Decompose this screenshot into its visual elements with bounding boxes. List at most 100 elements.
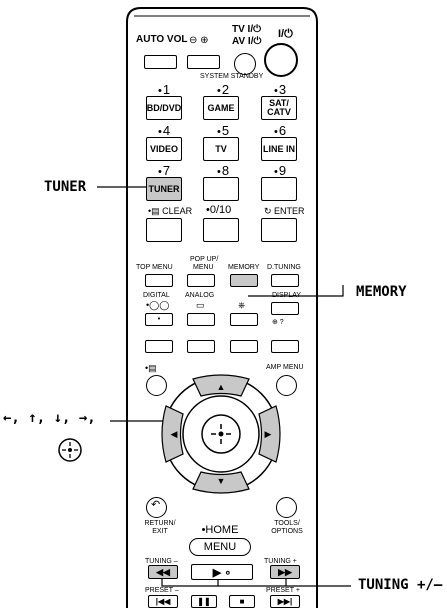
red-button[interactable] [145, 340, 173, 353]
up-arrow-button [192, 374, 250, 397]
d-tuning-button[interactable] [271, 274, 299, 287]
prev-button[interactable]: |◀◀ [148, 595, 178, 608]
display-label: DISPLAY [272, 292, 302, 299]
preset-plus-label: PRESET + [266, 587, 300, 594]
zero-ten-text: 0/10 [209, 204, 232, 216]
angle-button[interactable] [230, 313, 258, 326]
return-icon: ↶ [151, 499, 161, 511]
tuning-plus-label: TUNING + [264, 558, 297, 565]
num-2-label: 2 [217, 83, 229, 98]
options-label: OPTIONS [271, 528, 303, 535]
zero-ten-label: •0/10 [206, 204, 232, 216]
subtitle-button[interactable] [187, 313, 215, 326]
tv-av-power-button[interactable] [234, 53, 256, 75]
tuning-plus-button[interactable]: ▶▶ [270, 565, 300, 579]
nav-callout: ←, ↑, ↓, →, [3, 410, 96, 426]
svg-text:▲: ▲ [217, 382, 226, 392]
audio-button[interactable]: • [145, 313, 173, 326]
stop-button[interactable]: ■ [229, 595, 255, 608]
guide-icon: •▤ [145, 363, 157, 373]
memory-callout-line [248, 285, 344, 297]
enter-text: ENTER [274, 206, 305, 216]
catv-label: CATV [267, 107, 291, 117]
num-1-label: 1 [158, 83, 170, 98]
num-8-button[interactable] [203, 177, 239, 201]
memory-callout: MEMORY [356, 284, 407, 300]
num-8-label: 8 [217, 164, 229, 179]
home-label: •HOME [201, 524, 239, 536]
blue-button[interactable] [271, 340, 299, 353]
svg-text:▼: ▼ [217, 476, 226, 486]
memory-label: MEMORY [228, 264, 260, 271]
input-icon: ⊖ ⊕ [189, 35, 209, 46]
av-power-label: AV I/⏻ [232, 36, 262, 47]
input-button[interactable] [187, 55, 220, 69]
info-icon: ⊕ ? [272, 319, 284, 326]
auto-vol-button[interactable] [144, 55, 177, 69]
tuning-minus-button[interactable]: ◀◀ [148, 565, 178, 579]
tv-power-label: TV I/⏻ [232, 24, 262, 35]
tools-label: TOOLS/ [274, 520, 300, 527]
video-button[interactable]: VIDEO [146, 137, 182, 161]
play-button[interactable]: ▶ ∘ [191, 564, 253, 580]
tuner-callout: TUNER [44, 179, 87, 195]
power-button[interactable] [264, 43, 298, 77]
sat-catv-button[interactable]: SAT/ CATV [261, 96, 297, 120]
clear-button[interactable] [146, 218, 182, 242]
bd-dvd-button[interactable]: BD/DVD [146, 96, 182, 120]
svg-text:◀: ◀ [171, 429, 178, 439]
num-6-label: 6 [274, 124, 286, 139]
game-button[interactable]: GAME [203, 96, 239, 120]
pop-up-menu-label: MENU [193, 264, 214, 271]
analog-label: ANALOG [185, 292, 215, 299]
display-button[interactable] [271, 302, 299, 315]
num-9-button[interactable] [261, 177, 297, 201]
num-7-label: 7 [158, 164, 170, 179]
return-button[interactable] [146, 497, 167, 518]
exit-label: EXIT [152, 528, 168, 535]
num-4-label: 4 [158, 124, 170, 139]
memory-button[interactable] [230, 274, 258, 287]
subtitle-icon: ▭ [196, 300, 205, 310]
green-button[interactable] [187, 340, 215, 353]
left-arrow-button [161, 405, 184, 463]
d-tuning-label: D.TUNING [267, 264, 301, 271]
yellow-button[interactable] [230, 340, 258, 353]
tuning-callout: TUNING +/– [358, 577, 443, 593]
line-in-button[interactable]: LINE IN [261, 137, 297, 161]
tv-button[interactable]: TV [203, 137, 239, 161]
down-arrow-button [192, 471, 250, 494]
home-text: HOME [205, 524, 239, 536]
angle-icon: ⎈ [238, 300, 246, 310]
amp-menu-label: AMP MENU [266, 364, 304, 371]
tools-button[interactable] [276, 497, 297, 518]
clear-text: CLEAR [162, 206, 193, 216]
preset-minus-label: PRESET – [145, 587, 179, 594]
enter-label: ↻ ENTER [264, 206, 305, 216]
svg-text:▶: ▶ [265, 429, 272, 439]
top-menu-button[interactable] [145, 274, 173, 287]
num-5-label: 5 [217, 124, 229, 139]
sat-label: SAT/ [269, 98, 289, 108]
pop-up-menu-button[interactable] [187, 274, 215, 287]
return-label: RETURN/ [144, 520, 176, 527]
guide-button[interactable] [146, 375, 167, 396]
home-menu-button[interactable]: MENU [189, 538, 251, 556]
next-button[interactable]: ▶▶| [270, 595, 300, 608]
tuning-minus-label: TUNING – [145, 558, 178, 565]
power-label: I/⏻ [278, 28, 293, 40]
clear-label: •▤ CLEAR [148, 206, 193, 216]
tuner-button[interactable]: TUNER [146, 177, 182, 201]
top-menu-label: TOP MENU [136, 264, 173, 271]
pause-button[interactable]: ❚❚ [191, 595, 217, 608]
enter-button[interactable] [261, 218, 297, 242]
pop-up-label: POP UP/ [190, 256, 219, 263]
system-standby-label: SYSTEM STANDBY [200, 73, 264, 80]
num-9-label: 9 [274, 164, 286, 179]
amp-menu-button[interactable] [276, 375, 297, 396]
digital-label: DIGITAL [143, 292, 170, 299]
zero-ten-button[interactable] [203, 218, 239, 242]
right-arrow-button [258, 405, 281, 463]
